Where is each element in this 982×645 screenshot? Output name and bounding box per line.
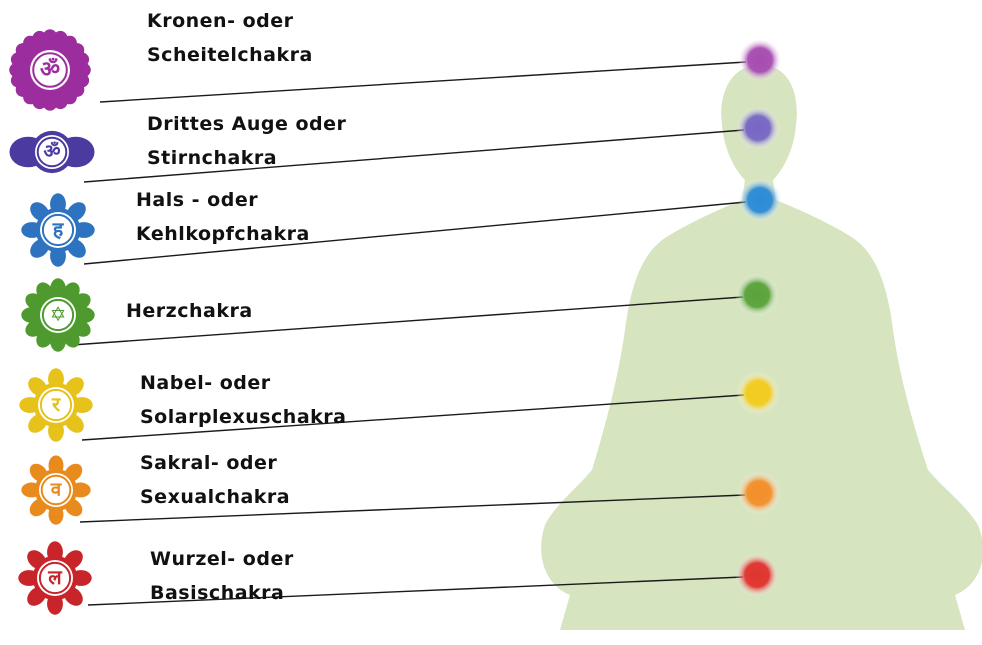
label-line2: Basischakra — [150, 576, 294, 610]
label-line1: Sakral- oder — [140, 446, 290, 480]
label-line2: Sexualchakra — [140, 480, 290, 514]
symbol-glyph: ॐ — [40, 57, 60, 82]
symbol-glyph: ल — [47, 566, 63, 589]
chakra-symbols: ॐ ॐ ह ✡ र व ल — [8, 28, 94, 614]
throat-chakra-icon: ह — [21, 193, 94, 266]
label-sacral: Sakral- oder Sexualchakra — [140, 446, 290, 514]
crown-chakra-icon: ॐ — [8, 28, 91, 111]
chakra-dot — [736, 106, 780, 150]
symbol-glyph: व — [50, 479, 63, 500]
heart-chakra-icon: ✡ — [21, 278, 94, 351]
symbol-glyph: र — [51, 393, 61, 416]
label-line1: Wurzel- oder — [150, 542, 294, 576]
label-throat: Hals - oder Kehlkopfchakra — [136, 183, 310, 251]
solar-plexus-chakra-icon: र — [19, 368, 92, 441]
label-line1: Drittes Auge oder — [147, 107, 346, 141]
label-third-eye: Drittes Auge oder Stirnchakra — [147, 107, 346, 175]
label-line2: Scheitelchakra — [147, 38, 313, 72]
chakra-dot — [735, 553, 779, 597]
label-line2: Solarplexuschakra — [140, 400, 346, 434]
root-chakra-icon: ल — [18, 541, 91, 614]
chakra-dot — [738, 38, 782, 82]
chakra-dot — [736, 371, 780, 415]
chakra-dot — [735, 273, 779, 317]
label-line1: Nabel- oder — [140, 366, 346, 400]
symbol-glyph: ह — [52, 218, 65, 241]
label-root: Wurzel- oder Basischakra — [150, 542, 294, 610]
label-line1: Herzchakra — [126, 294, 253, 328]
third-eye-chakra-icon: ॐ — [10, 131, 95, 173]
label-line1: Kronen- oder — [147, 4, 313, 38]
symbol-glyph: ॐ — [43, 140, 60, 162]
label-line2: Kehlkopfchakra — [136, 217, 310, 251]
chakra-dot — [738, 178, 782, 222]
label-crown: Kronen- oder Scheitelchakra — [147, 4, 313, 72]
meditating-figure — [541, 65, 982, 630]
label-line2: Stirnchakra — [147, 141, 346, 175]
sacral-chakra-icon: व — [21, 455, 90, 524]
label-line1: Hals - oder — [136, 183, 310, 217]
label-heart: Herzchakra — [126, 294, 253, 328]
symbol-glyph: ✡ — [50, 303, 67, 326]
label-solar-plexus: Nabel- oder Solarplexuschakra — [140, 366, 346, 434]
chakra-dot — [737, 471, 781, 515]
